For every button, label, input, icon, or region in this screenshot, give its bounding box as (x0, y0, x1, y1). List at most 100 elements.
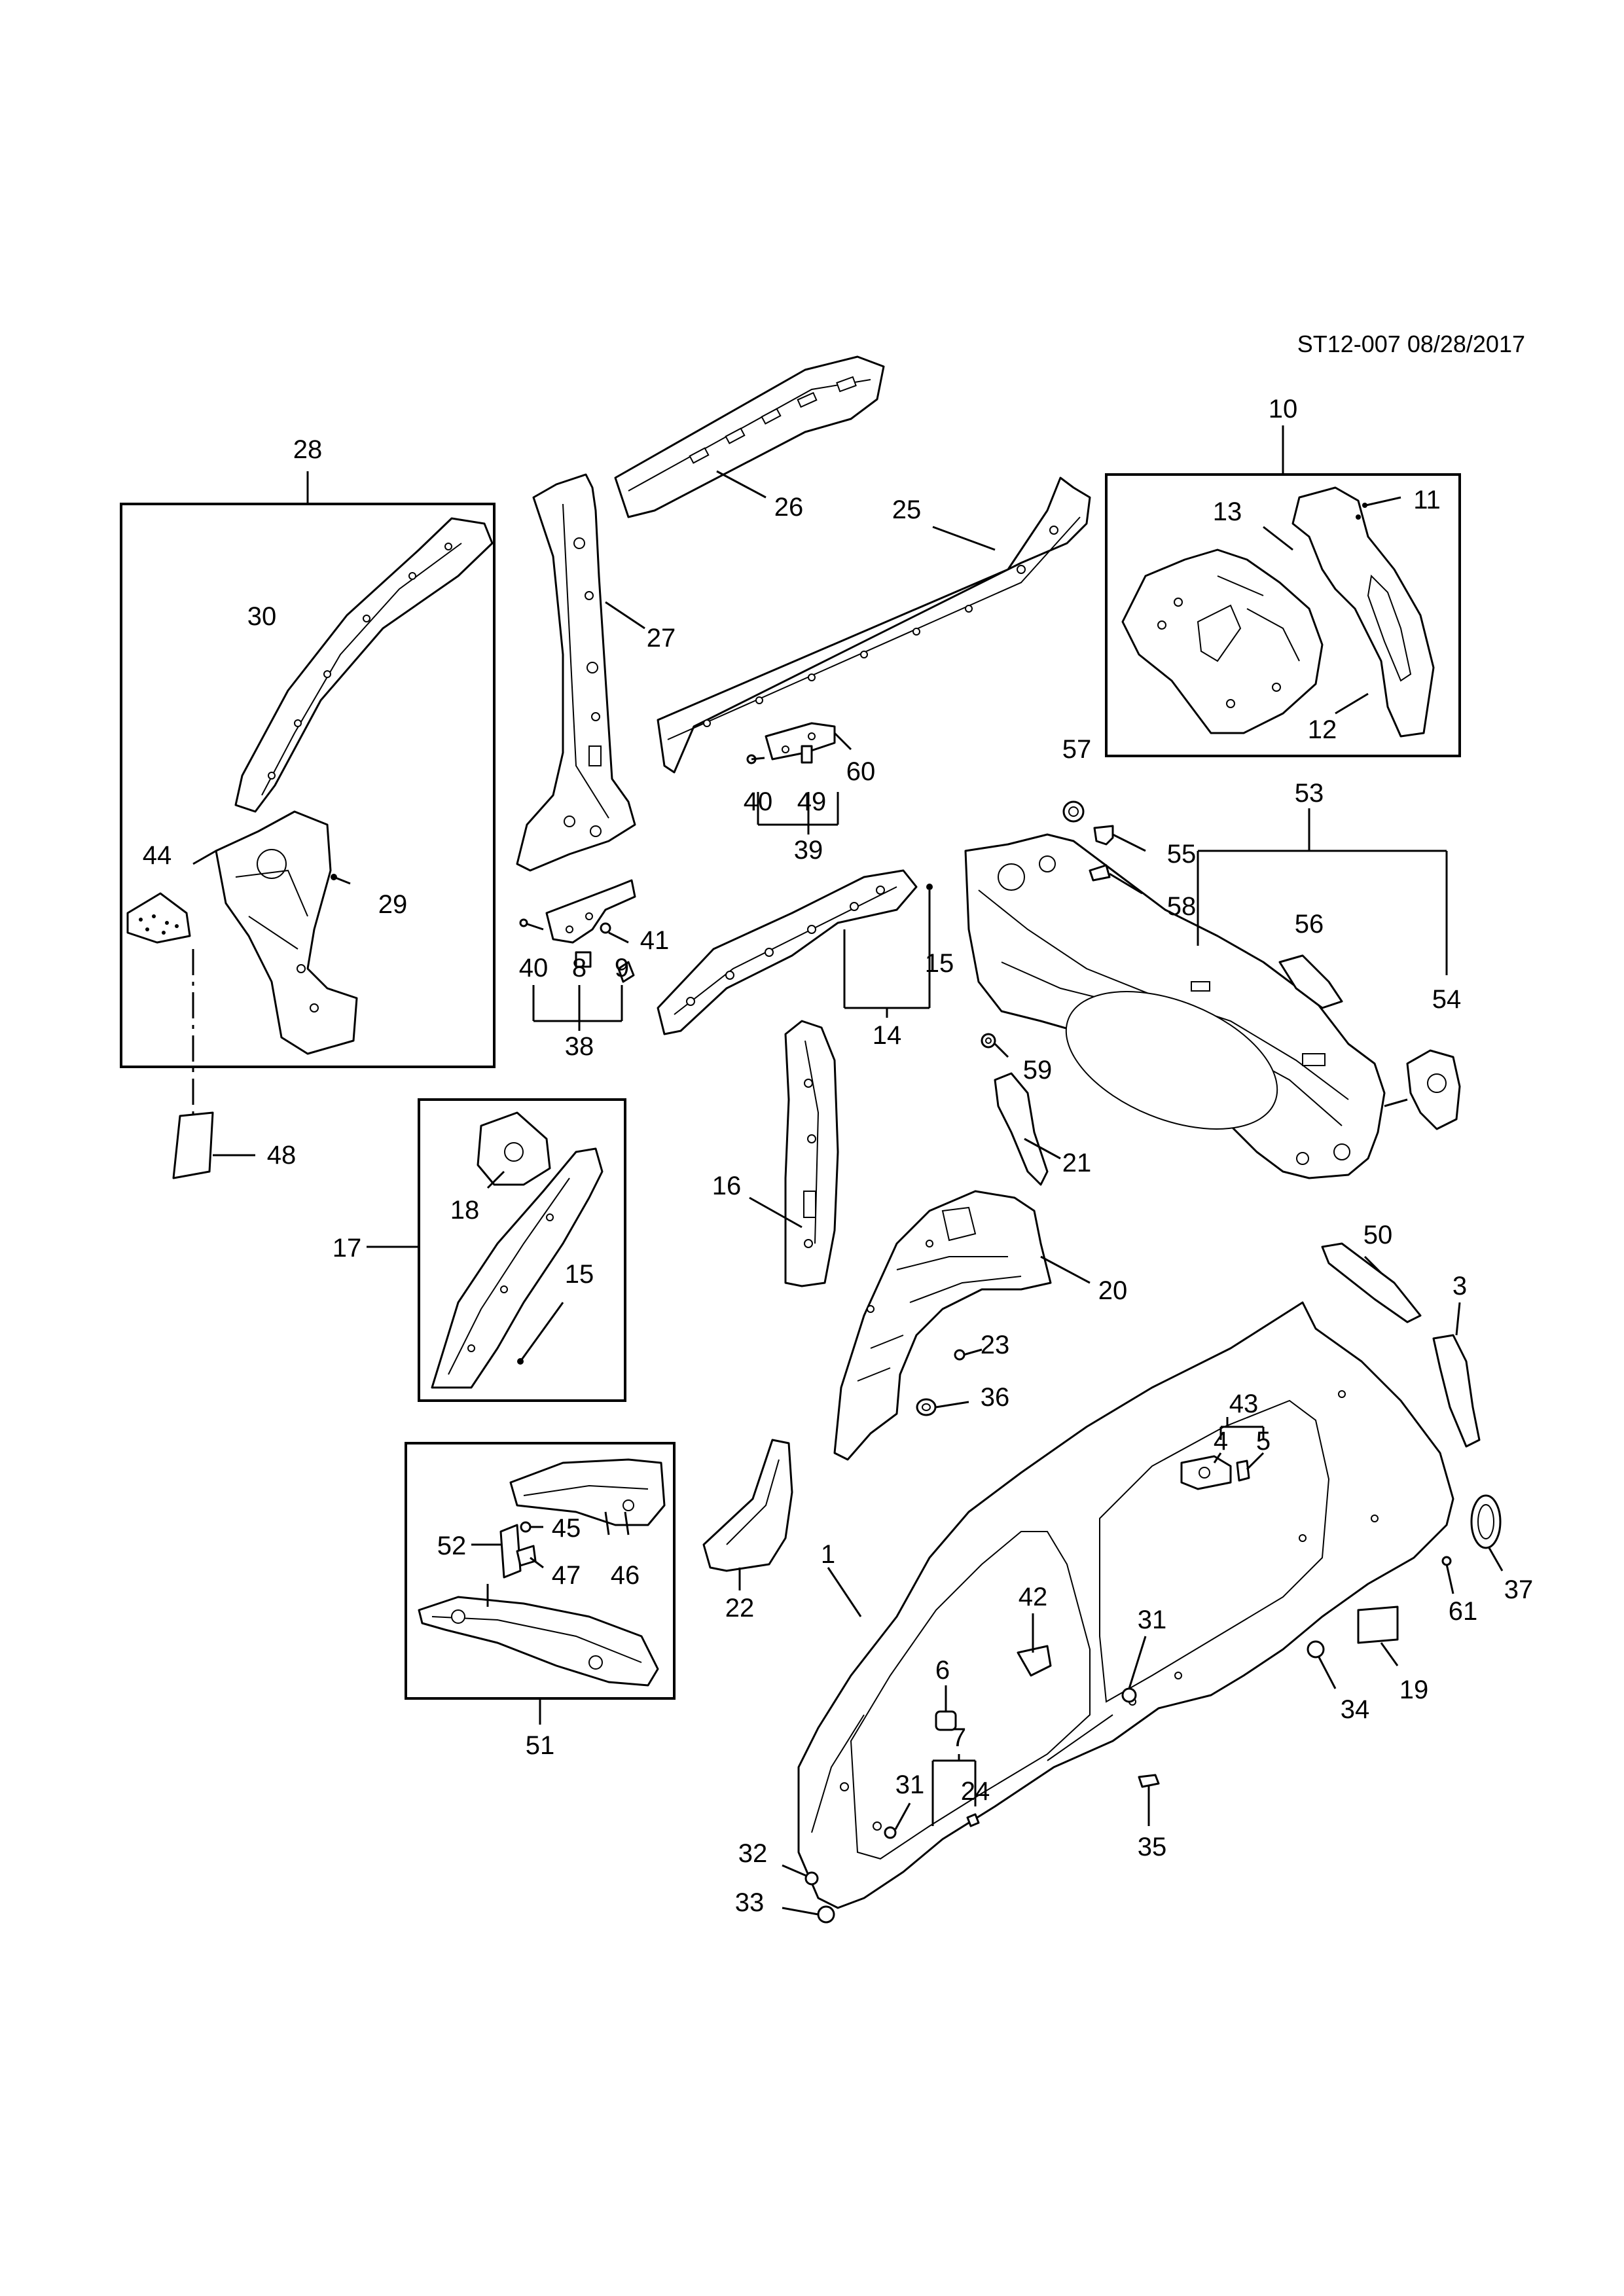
callout-13: 13 (1213, 497, 1242, 526)
callout-25: 25 (892, 495, 922, 524)
callout-55: 55 (1167, 840, 1197, 869)
callout-16: 16 (712, 1172, 742, 1200)
part-25-side-rail (657, 476, 1091, 774)
part-38-hinge (545, 879, 636, 944)
callout-54: 54 (1432, 985, 1462, 1014)
callout-29: 29 (378, 890, 408, 919)
callout-47: 47 (552, 1561, 581, 1590)
callout-34: 34 (1341, 1695, 1370, 1724)
callout-17: 17 (333, 1234, 362, 1263)
callout-1: 1 (821, 1540, 835, 1569)
part-61-clip (1441, 1556, 1452, 1566)
group-box-28 (120, 471, 496, 1126)
part-19-label (1357, 1605, 1399, 1644)
callout-57: 57 (1062, 735, 1092, 764)
callout-26: 26 (774, 493, 804, 522)
part-48-insulator (172, 1111, 214, 1179)
part-21-extension (994, 1072, 1049, 1186)
callout-11: 11 (1413, 486, 1441, 514)
part-41-nut (600, 922, 611, 934)
callout-45: 45 (552, 1514, 581, 1543)
callout-15-upper: 15 (925, 949, 954, 978)
callout-31-front: 31 (895, 1770, 925, 1799)
part-58-nut (1089, 864, 1111, 882)
part-35-plug (1138, 1774, 1160, 1788)
callout-10: 10 (1269, 395, 1298, 423)
part-34-plug (1307, 1640, 1325, 1659)
part-42-bracket (1017, 1645, 1052, 1677)
part-49-spring (801, 745, 813, 764)
callout-50: 50 (1363, 1221, 1393, 1249)
callout-61: 61 (1449, 1597, 1478, 1626)
callout-37: 37 (1504, 1575, 1534, 1604)
part-45-nut (520, 1521, 532, 1533)
callout-labels: 28 30 44 29 48 27 26 25 10 13 11 12 57 5… (143, 395, 1534, 1917)
part-47-clip (516, 1545, 537, 1567)
callout-9: 9 (615, 954, 629, 982)
callout-23: 23 (981, 1331, 1010, 1359)
callout-48: 48 (267, 1141, 297, 1170)
callout-46: 46 (611, 1561, 640, 1590)
callout-51: 51 (526, 1731, 555, 1760)
part-22-reinforcement (702, 1439, 793, 1572)
callout-36: 36 (981, 1383, 1010, 1412)
callout-56: 56 (1295, 910, 1324, 939)
part-31-plug-front (884, 1826, 897, 1839)
callout-38: 38 (565, 1032, 594, 1061)
part-12-bracket (1291, 486, 1435, 738)
callout-18: 18 (450, 1196, 480, 1225)
part-33-plug (817, 1905, 835, 1924)
part-8-plate (575, 951, 592, 968)
group-box-17 (367, 1098, 626, 1402)
callout-6: 6 (935, 1656, 950, 1685)
part-32-plug (804, 1871, 819, 1886)
callout-8: 8 (572, 954, 586, 982)
front-door-opening (850, 1531, 1091, 1860)
part-23-bolt (954, 1349, 965, 1361)
callout-52: 52 (437, 1532, 467, 1560)
callout-32: 32 (738, 1839, 768, 1868)
callout-35: 35 (1138, 1833, 1167, 1861)
callout-40-lower: 40 (519, 954, 549, 982)
callout-19: 19 (1399, 1676, 1429, 1704)
callout-49: 49 (797, 787, 827, 816)
callout-4: 4 (1214, 1427, 1228, 1456)
part-27-b-pillar (516, 473, 636, 872)
callout-60: 60 (846, 757, 876, 786)
part-60-hinge (765, 722, 836, 761)
callout-39: 39 (794, 836, 823, 865)
part-a-pillar-lower (215, 810, 358, 1055)
callout-53: 53 (1295, 779, 1324, 808)
callout-33: 33 (735, 1888, 765, 1917)
callout-15-lower: 15 (565, 1260, 594, 1289)
callout-27: 27 (647, 624, 676, 653)
part-9-clip (617, 961, 635, 983)
callout-21: 21 (1062, 1149, 1092, 1177)
part-3-extension (1432, 1334, 1481, 1448)
part-20-wheelhouse (833, 1190, 1052, 1461)
callout-42: 42 (1019, 1583, 1048, 1611)
callout-31-rear: 31 (1138, 1605, 1167, 1634)
part-26-roof-rail (614, 355, 885, 518)
part-15-panel (431, 1147, 604, 1389)
callout-12: 12 (1308, 715, 1337, 744)
part-14-reinforcement (657, 869, 918, 1035)
part-56-bracket (1278, 954, 1343, 1009)
callout-20: 20 (1098, 1276, 1128, 1305)
part-51-upper-member (509, 1458, 666, 1526)
callout-14: 14 (873, 1021, 902, 1050)
part-51-lower-member (418, 1596, 659, 1687)
group-box-51 (405, 1442, 676, 1725)
part-55-clip (1093, 825, 1114, 846)
callout-22: 22 (725, 1594, 755, 1623)
callout-30: 30 (247, 602, 277, 631)
part-31-plug-rear (1121, 1687, 1137, 1703)
part-50-channel (1321, 1242, 1422, 1323)
callout-5: 5 (1256, 1427, 1271, 1456)
part-52-bracket (499, 1524, 522, 1579)
part-44-patch (126, 892, 191, 944)
callout-59: 59 (1023, 1056, 1053, 1085)
group-box-10 (1105, 425, 1461, 757)
callout-24: 24 (961, 1777, 990, 1806)
